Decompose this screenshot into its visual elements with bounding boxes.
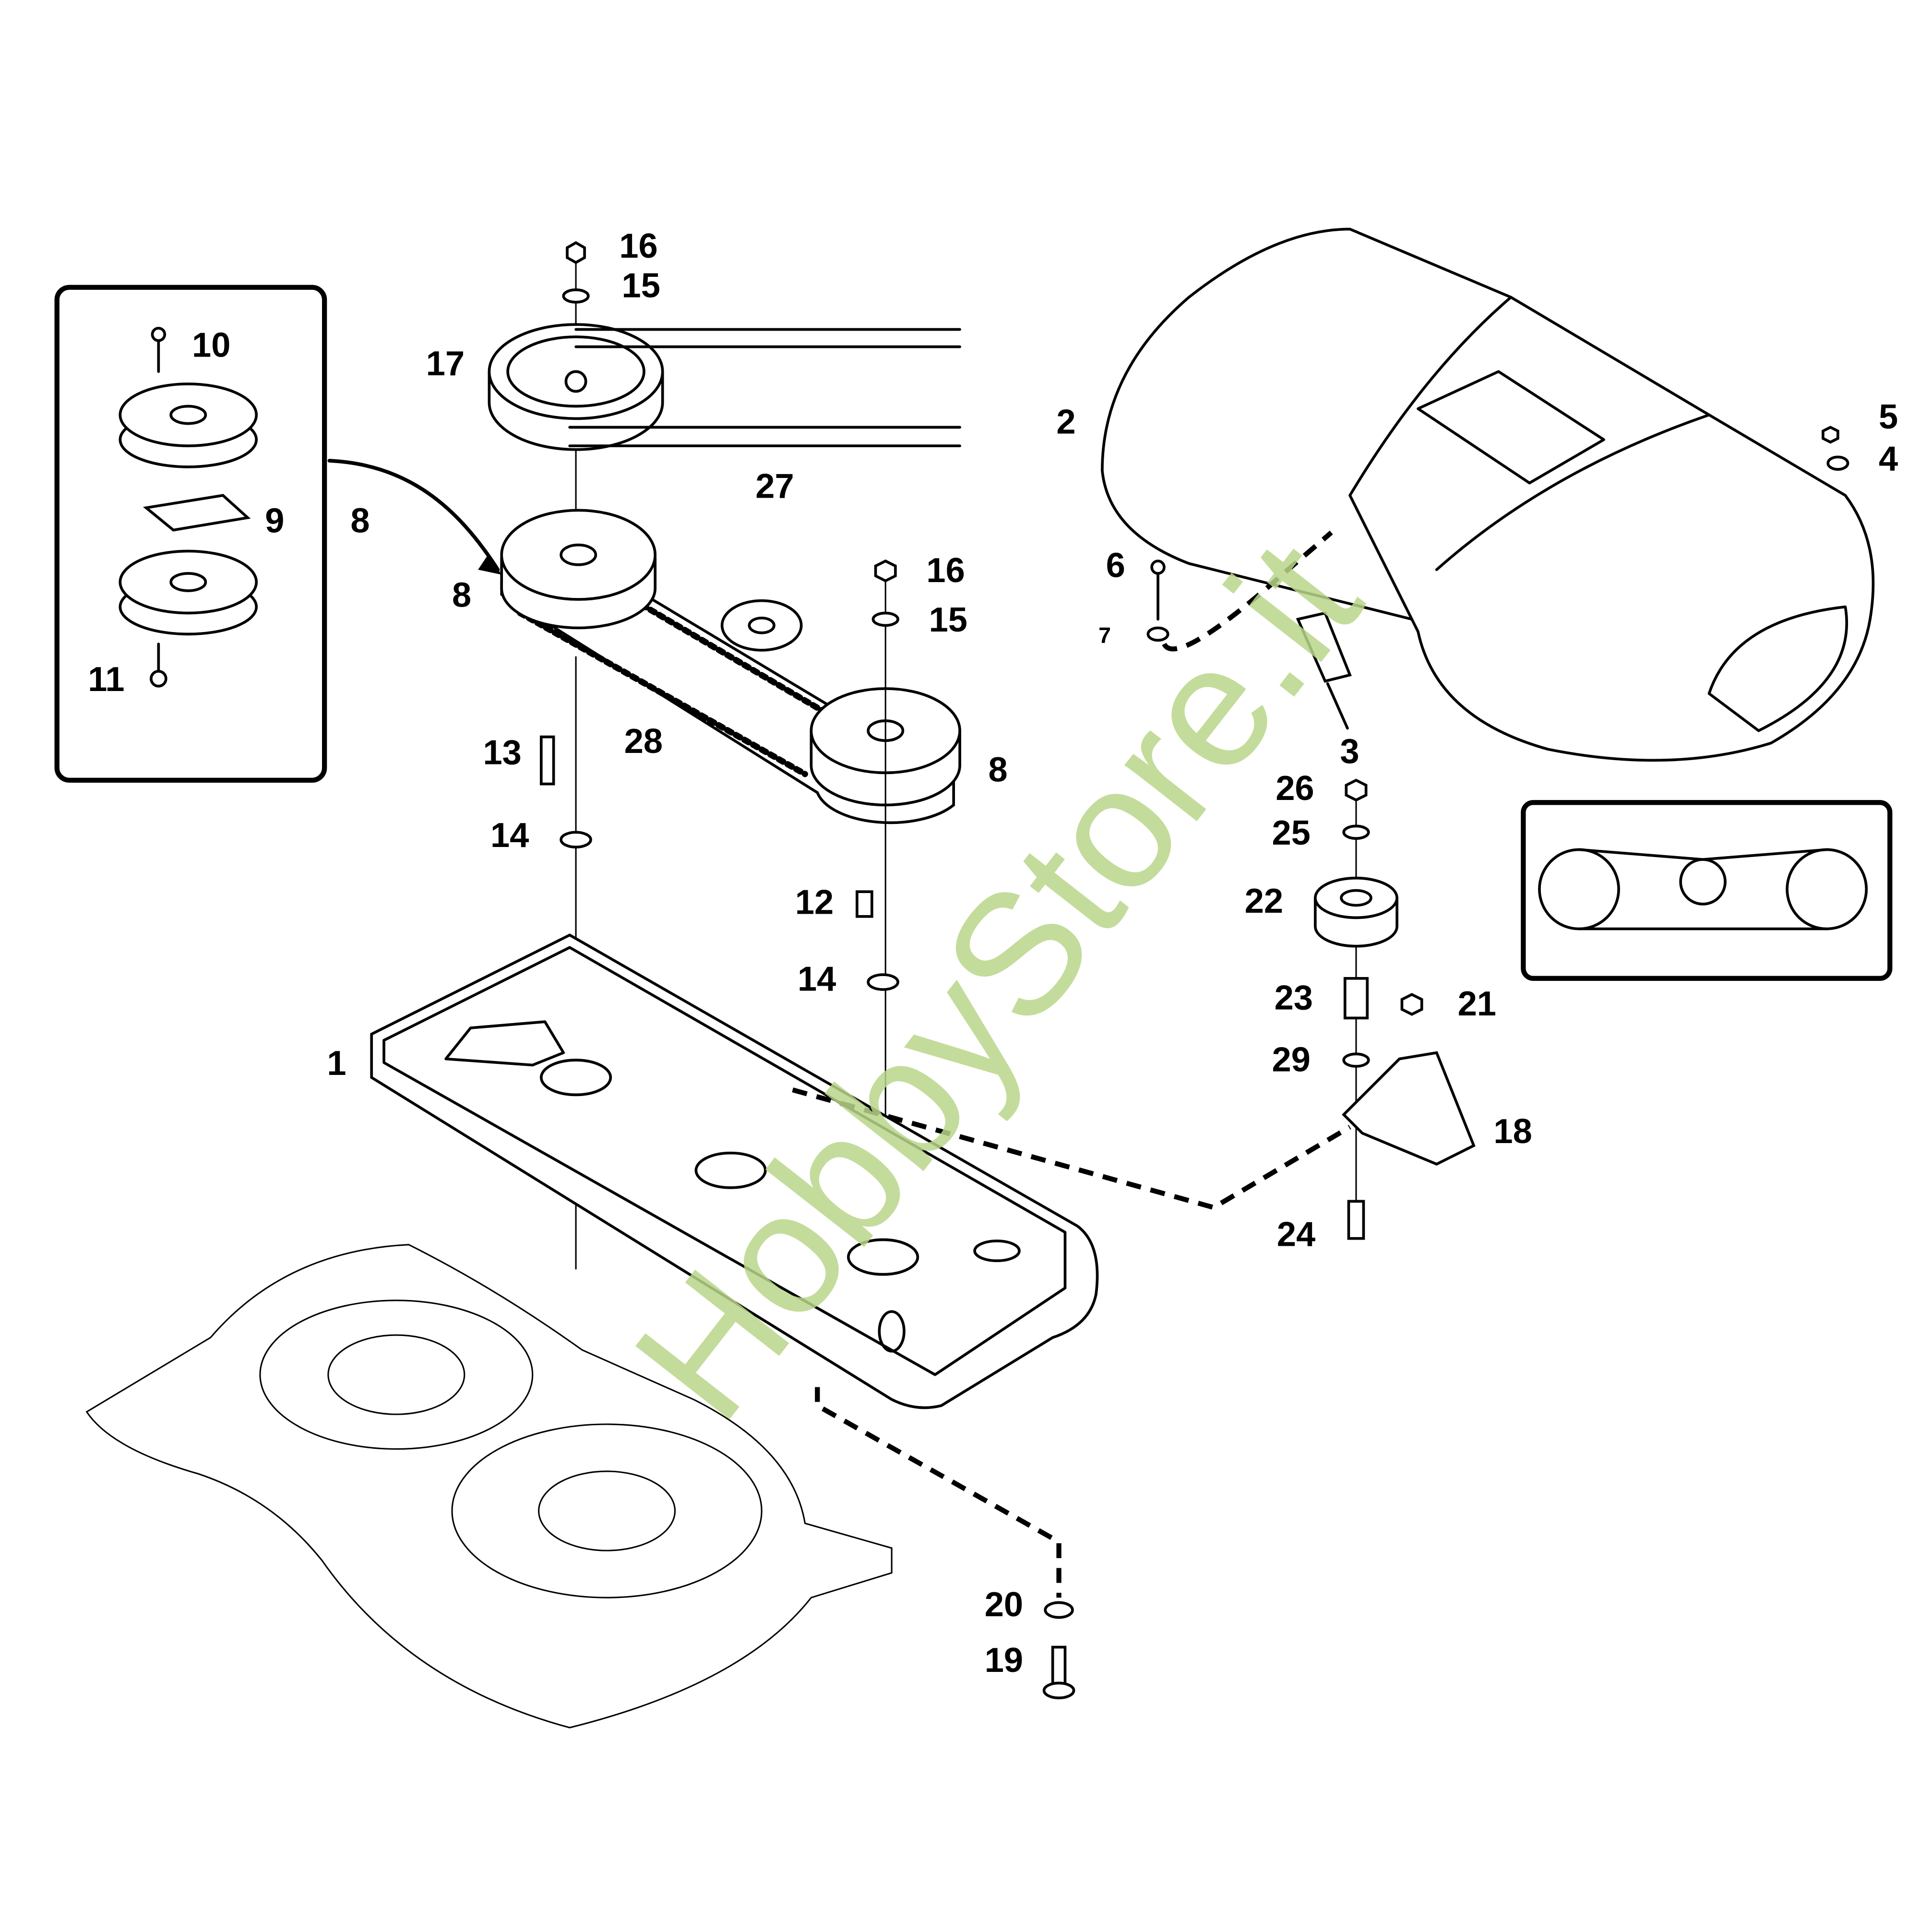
base-plate xyxy=(370,933,1099,1409)
callout: 22 xyxy=(1245,882,1283,920)
callout: 14 xyxy=(490,816,529,855)
callout: 18 xyxy=(1493,1112,1532,1151)
callout: 26 xyxy=(1276,769,1314,808)
callout: 4 xyxy=(1879,440,1898,478)
callout: 3 xyxy=(1340,732,1359,771)
callout-labels: 16 15 10 17 9 8 27 2 5 4 8 16 15 6 7 3 1… xyxy=(88,227,1898,1680)
callout-3-leader xyxy=(1326,682,1349,730)
callout: 12 xyxy=(795,883,834,922)
callout: 19 xyxy=(985,1641,1023,1680)
callout: 17 xyxy=(426,345,465,383)
callout: 8 xyxy=(452,576,471,615)
callout: 8 xyxy=(350,502,370,540)
callout: 9 xyxy=(265,502,284,540)
callout: 10 xyxy=(192,326,230,364)
callout: 15 xyxy=(929,601,967,639)
timing-belt-assembly xyxy=(500,509,961,1270)
callout: 21 xyxy=(1458,985,1496,1023)
callout: 23 xyxy=(1275,978,1313,1017)
callout: 15 xyxy=(622,266,660,305)
callout: 14 xyxy=(798,960,836,999)
callout: 5 xyxy=(1879,398,1898,436)
callout: 29 xyxy=(1272,1040,1310,1079)
idler-bracket-assembly xyxy=(792,778,1476,1700)
callout: 25 xyxy=(1272,814,1310,852)
callout: 2 xyxy=(1056,403,1075,441)
callout: 24 xyxy=(1277,1215,1315,1253)
callout: 8 xyxy=(988,751,1007,789)
callout: 6 xyxy=(1106,547,1125,585)
callout: 27 xyxy=(755,467,794,505)
inset-pulley-detail xyxy=(54,285,502,783)
drive-pulley-and-v-belt xyxy=(488,241,961,545)
callout: 20 xyxy=(985,1586,1023,1624)
callout: 13 xyxy=(483,733,522,772)
callout: 28 xyxy=(624,722,663,761)
mower-deck-outline xyxy=(85,1244,893,1729)
callout: 16 xyxy=(926,551,965,590)
callout: 11 xyxy=(88,660,124,699)
callout: 16 xyxy=(619,227,657,265)
belt-routing-schematic xyxy=(1521,800,1893,981)
callout: 1 xyxy=(327,1044,346,1083)
callout: 7 xyxy=(1098,622,1111,647)
belt-cover xyxy=(1101,227,1875,762)
